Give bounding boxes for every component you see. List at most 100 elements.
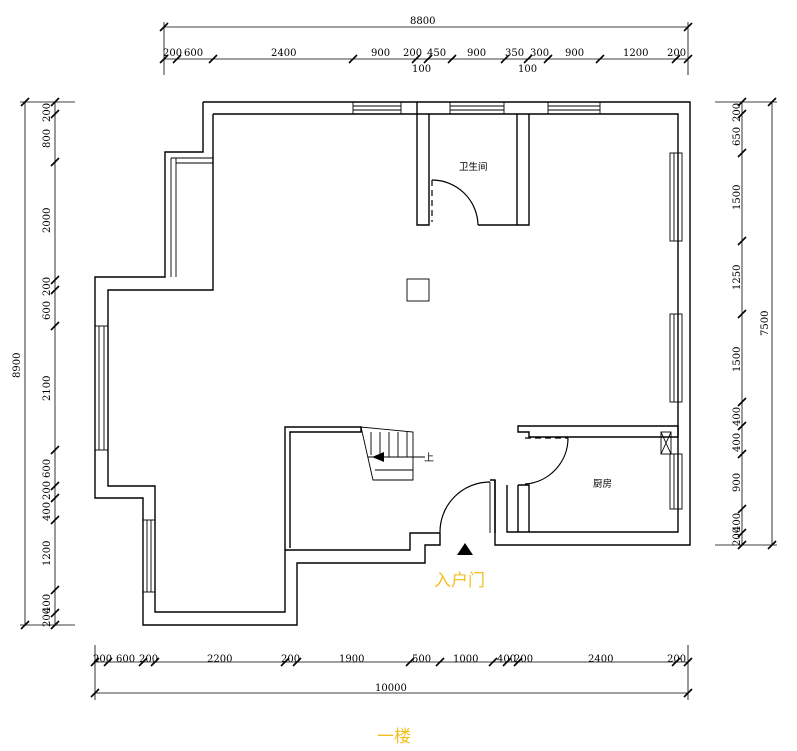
bathroom: 卫生间 (416, 102, 530, 226)
dimension-tick (411, 54, 421, 64)
dim-left-seg: 200 (42, 481, 53, 500)
dim-left-seg: 200 (42, 277, 53, 296)
dim-bottom-seg: 2200 (207, 654, 232, 665)
dim-top-sub: 100 (412, 64, 431, 75)
dim-top-seg: 900 (371, 48, 390, 59)
dim-right-seg: 1250 (732, 265, 743, 290)
dim-bottom-seg: 600 (116, 654, 135, 665)
dimension-tick (513, 657, 523, 667)
dimension-tick (405, 657, 415, 667)
dim-right-seg: 400 (732, 407, 743, 426)
dimension-tick (737, 109, 747, 119)
dimension-tick (50, 620, 60, 630)
dim-right-seg: 1500 (732, 185, 743, 210)
dim-left-seg: 1200 (42, 541, 53, 566)
dim-top-seg: 900 (565, 48, 584, 59)
dim-bottom-seg: 200 (281, 654, 300, 665)
dim-top-total: 8800 (410, 16, 435, 27)
dim-right-seg: 900 (732, 473, 743, 492)
dimension-tick (737, 309, 747, 319)
dimension-tick (50, 321, 60, 331)
dimension-tick (208, 54, 218, 64)
dim-top-seg: 200 (403, 48, 422, 59)
dim-left-seg: 200 (42, 608, 53, 627)
dim-right-total: 7500 (760, 311, 771, 336)
dim-bottom-total: 10000 (375, 683, 407, 694)
dimension-tick (50, 493, 60, 503)
dim-top-sub: 100 (518, 64, 537, 75)
dimension-tick (50, 481, 60, 491)
kitchen-label: 厨房 (593, 478, 612, 490)
dimension-tick (50, 585, 60, 595)
dim-left-seg: 2000 (42, 208, 53, 233)
windows-left (94, 325, 156, 593)
dim-bottom-seg: 400 (497, 654, 516, 665)
dim-right-seg: 200 (732, 527, 743, 546)
dimension-tick (50, 109, 60, 119)
dim-left-seg: 2100 (42, 376, 53, 401)
entrance-arrow-icon (457, 543, 473, 555)
dim-top-seg: 200 (163, 48, 182, 59)
dimension-tick (292, 657, 302, 667)
dim-top-seg: 350 (505, 48, 524, 59)
dim-bottom-seg: 1000 (453, 654, 478, 665)
bathroom-label: 卫生间 (459, 161, 488, 173)
dimension-tick (280, 657, 290, 667)
dim-bottom-seg: 200 (667, 654, 686, 665)
dim-bottom-seg: 2400 (588, 654, 613, 665)
dim-right-seg: 200 (732, 103, 743, 122)
dim-top-seg: 900 (467, 48, 486, 59)
dimension-tick (435, 657, 445, 667)
dim-right-seg: 650 (732, 127, 743, 146)
dim-left-seg: 400 (42, 594, 53, 613)
dim-left-total: 8900 (12, 353, 23, 378)
dimension-bottom: 200 600 200 2200 200 1900 500 1000 400 2… (90, 645, 693, 700)
column (406, 278, 430, 302)
dimension-tick (172, 54, 182, 64)
dimension-tick (737, 528, 747, 538)
dimension-tick (50, 608, 60, 618)
dimension-tick (423, 54, 433, 64)
dimension-tick (737, 236, 747, 246)
dimension-right: 7500 200 650 1500 1250 1500 400 400 900 … (715, 97, 777, 550)
dim-top-seg: 200 (667, 48, 686, 59)
dimension-tick (543, 54, 553, 64)
dimension-tick (523, 54, 533, 64)
dim-bottom-seg: 200 (93, 654, 112, 665)
dim-top-seg: 450 (427, 48, 446, 59)
dim-bottom-seg: 200 (514, 654, 533, 665)
dimension-tick (90, 657, 100, 667)
dimension-tick (737, 421, 747, 431)
dim-top-seg: 600 (184, 48, 203, 59)
dimension-tick (50, 157, 60, 167)
kitchen: 厨房 (517, 425, 679, 532)
windows-top (352, 101, 601, 115)
dimension-tick (500, 54, 510, 64)
dimension-tick (447, 54, 457, 64)
dim-left-seg: 400 (42, 502, 53, 521)
dimension-tick (50, 515, 60, 525)
floor-title: 一楼 (377, 727, 411, 747)
dimension-tick (488, 657, 498, 667)
dim-left-seg: 800 (42, 129, 53, 148)
entrance-label: 入户门 (434, 571, 485, 591)
dimension-tick (50, 285, 60, 295)
dim-bottom-seg: 500 (412, 654, 431, 665)
dimension-left: 8900 200 800 2000 200 600 2100 600 200 4… (12, 97, 75, 630)
dimension-tick (138, 657, 148, 667)
dim-bottom-seg: 200 (139, 654, 158, 665)
dim-right-seg: 400 (732, 513, 743, 532)
dimension-tick (50, 275, 60, 285)
dim-left-seg: 600 (42, 301, 53, 320)
dimension-tick (683, 54, 693, 64)
staircase: 上 (284, 426, 434, 550)
dimension-tick (683, 657, 693, 667)
dimension-tick (50, 97, 60, 107)
dimension-tick (348, 54, 358, 64)
dimension-tick (159, 54, 169, 64)
dimension-tick (737, 148, 747, 158)
entrance-door: 入户门 (434, 481, 491, 591)
dimension-tick (737, 449, 747, 459)
windows-right (669, 152, 683, 510)
